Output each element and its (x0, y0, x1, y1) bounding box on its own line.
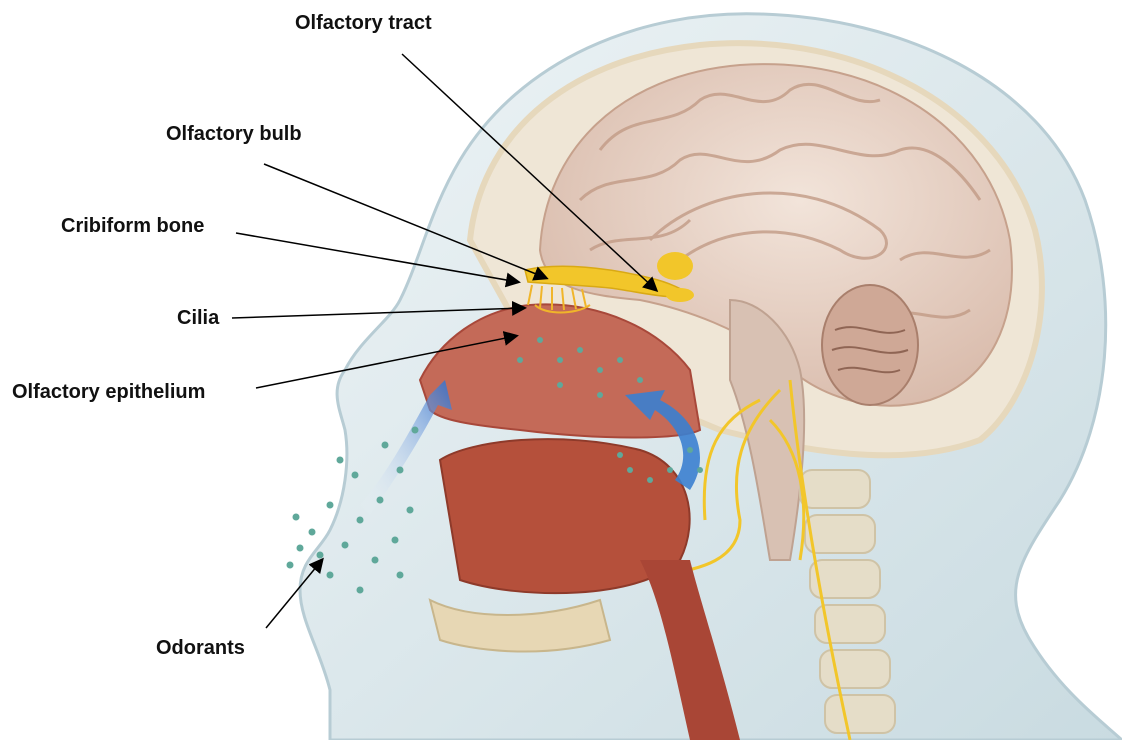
label-cribiform-bone: Cribiform bone (61, 216, 204, 236)
label-cilia: Cilia (177, 308, 219, 328)
label-odorants: Odorants (156, 638, 245, 658)
label-olfactory-epithelium: Olfactory epithelium (12, 382, 205, 402)
pituitary (657, 252, 693, 280)
label-olfactory-bulb: Olfactory bulb (166, 124, 302, 144)
cerebellum (822, 285, 918, 405)
olfactory-tract-end (666, 288, 694, 302)
label-olfactory-tract: Olfactory tract (295, 13, 432, 33)
